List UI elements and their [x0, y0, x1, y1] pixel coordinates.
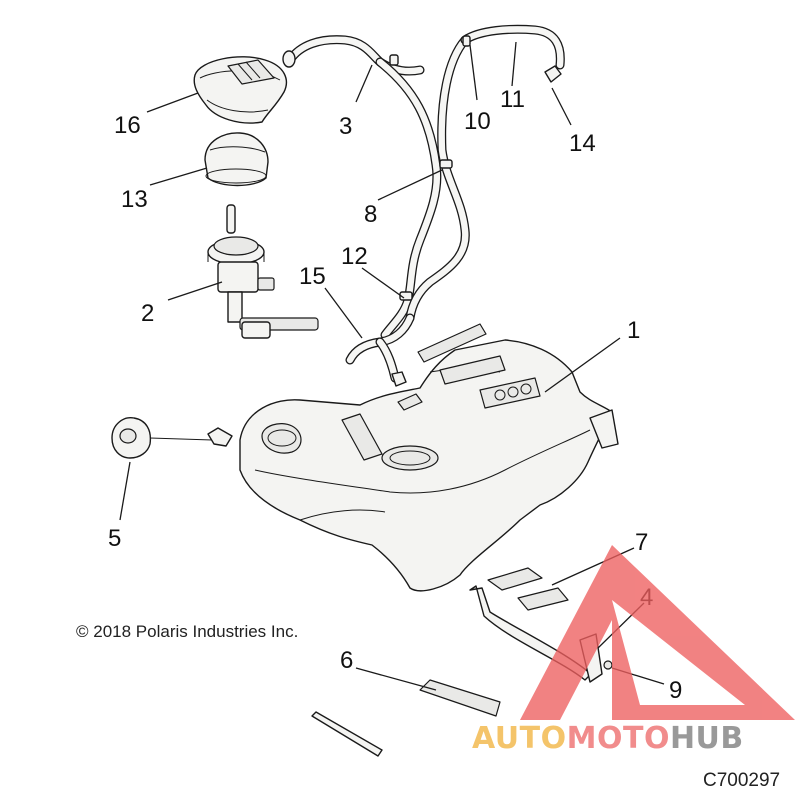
callout-9: 9: [669, 677, 682, 704]
callout-13: 13: [121, 186, 148, 213]
fuel-tank: [239, 323, 619, 592]
callout-15: 15: [299, 263, 326, 290]
callout-16: 16: [114, 112, 141, 139]
automotohub-watermark: AUTOMOTOHUB: [472, 545, 795, 756]
callout-14: 14: [569, 130, 596, 157]
callout-10: 10: [464, 108, 491, 135]
callout-5: 5: [108, 525, 121, 552]
pump-cap: [204, 132, 269, 187]
copyright-notice: © 2018 Polaris Industries Inc.: [76, 622, 298, 641]
callout-1: 1: [627, 317, 640, 344]
callout-6: 6: [340, 647, 353, 674]
callout-12: 12: [341, 243, 368, 270]
tank-pad: [311, 679, 501, 757]
callout-7: 7: [635, 529, 648, 556]
fuel-cap: [111, 417, 233, 459]
diagram-code: C700297: [703, 770, 780, 791]
fuel-pump-assembly: [207, 204, 319, 339]
callout-2: 2: [141, 300, 154, 327]
leader-lines: [119, 41, 665, 691]
callout-11: 11: [500, 86, 525, 113]
watermark-triangle: [612, 545, 795, 720]
pump-cover: [193, 56, 288, 124]
fuel-vent-hoses: [282, 24, 565, 387]
watermark-text: AUTOMOTOHUB: [472, 721, 744, 756]
callout-3: 3: [339, 113, 352, 140]
callout-8: 8: [364, 201, 377, 228]
watermark-triangle-left: [520, 545, 612, 720]
